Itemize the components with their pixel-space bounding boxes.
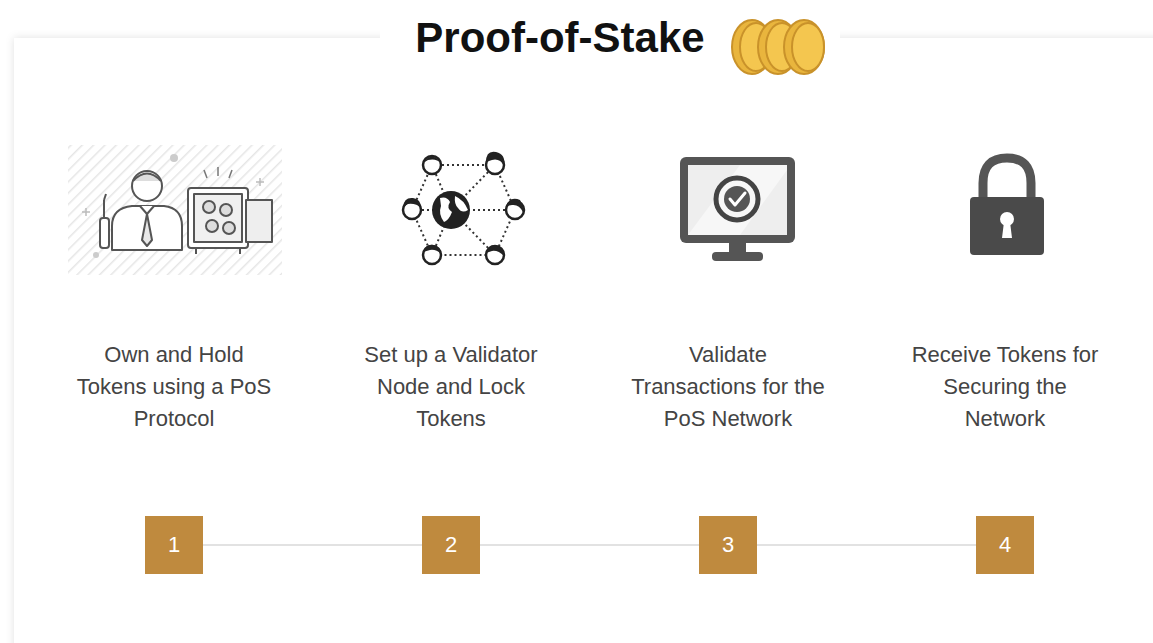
step-number-text: 4 — [999, 532, 1011, 558]
step-number-text: 3 — [722, 532, 734, 558]
step-number-text: 2 — [445, 532, 457, 558]
card — [14, 38, 1153, 643]
padlock-icon — [970, 158, 1044, 255]
timeline-line — [757, 544, 976, 546]
timeline-line — [480, 544, 699, 546]
step-caption: Validate Transactions for the PoS Networ… — [628, 339, 828, 435]
step-caption: Own and Hold Tokens using a PoS Protocol — [74, 339, 274, 435]
title: Proof-of-Stake — [375, 12, 745, 64]
step-number-text: 1 — [168, 532, 180, 558]
coins-icon — [732, 20, 824, 74]
step-number: 2 — [422, 516, 480, 574]
monitor-icon — [680, 157, 795, 261]
timeline-line — [203, 544, 422, 546]
step-caption: Set up a Validator Node and Lock Tokens — [351, 339, 551, 435]
staker-icon — [68, 145, 282, 275]
step-number: 1 — [145, 516, 203, 574]
step-number: 4 — [976, 516, 1034, 574]
network-icon — [403, 152, 524, 264]
step-number: 3 — [699, 516, 757, 574]
step-caption: Receive Tokens for Securing the Network — [905, 339, 1105, 435]
